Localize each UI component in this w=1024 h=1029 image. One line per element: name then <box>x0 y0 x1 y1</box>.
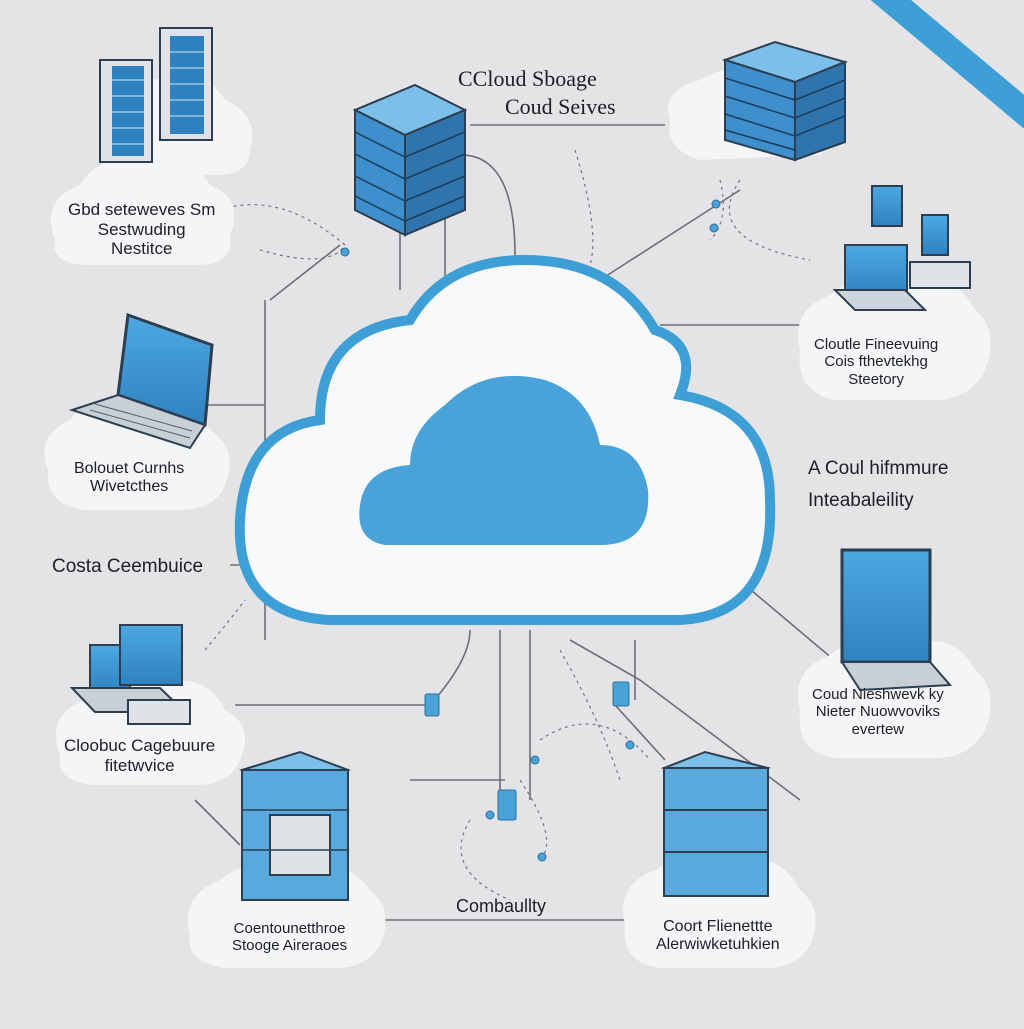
top-right-label: Cloutle Fineevuing Cois fthevtekhg Steet… <box>814 336 939 388</box>
top-subtitle: Coud Seives <box>505 94 616 119</box>
right-side-label: A Coul hifmmure Inteabaleility <box>808 458 949 511</box>
bottom-center-left-label: Coentounetthroe Stooge Aireraoes <box>232 920 348 955</box>
database-icon <box>660 750 772 897</box>
server-tower-icon <box>239 750 351 901</box>
laptop-icon <box>840 548 953 692</box>
bottom-right-label: Coort Flienettte Alerwiwketuhkien <box>656 918 780 954</box>
central-cloud <box>234 254 776 625</box>
bottom-center-label: Combaullty <box>456 896 547 916</box>
cloud-icon <box>359 375 649 545</box>
bottom-left-label: Cloobuc Cagebuure fitetwvice <box>64 736 216 775</box>
server-stack-icon <box>352 83 468 237</box>
connector-nodes <box>340 199 721 862</box>
top-left-label: Gbd seteweves Sm Sestwuding Nestitce <box>68 200 216 259</box>
laptop-icon <box>68 312 214 450</box>
connector-lines <box>194 124 841 921</box>
mid-right-label: Coud Nieshwevk ky Nieter Nuowvoviks ever… <box>812 686 944 738</box>
workstation-icon <box>69 624 191 725</box>
dashed-links <box>204 149 811 901</box>
mid-left-label: Bolouet Curnhs Wivetcthes <box>74 460 185 496</box>
server-stack-icon <box>721 40 849 162</box>
workstation-icon <box>832 185 971 311</box>
top-title: CCloud Sboage <box>458 66 597 91</box>
left-side-label: Costa Ceembuice <box>52 556 204 577</box>
server-rack-icon <box>99 27 213 163</box>
